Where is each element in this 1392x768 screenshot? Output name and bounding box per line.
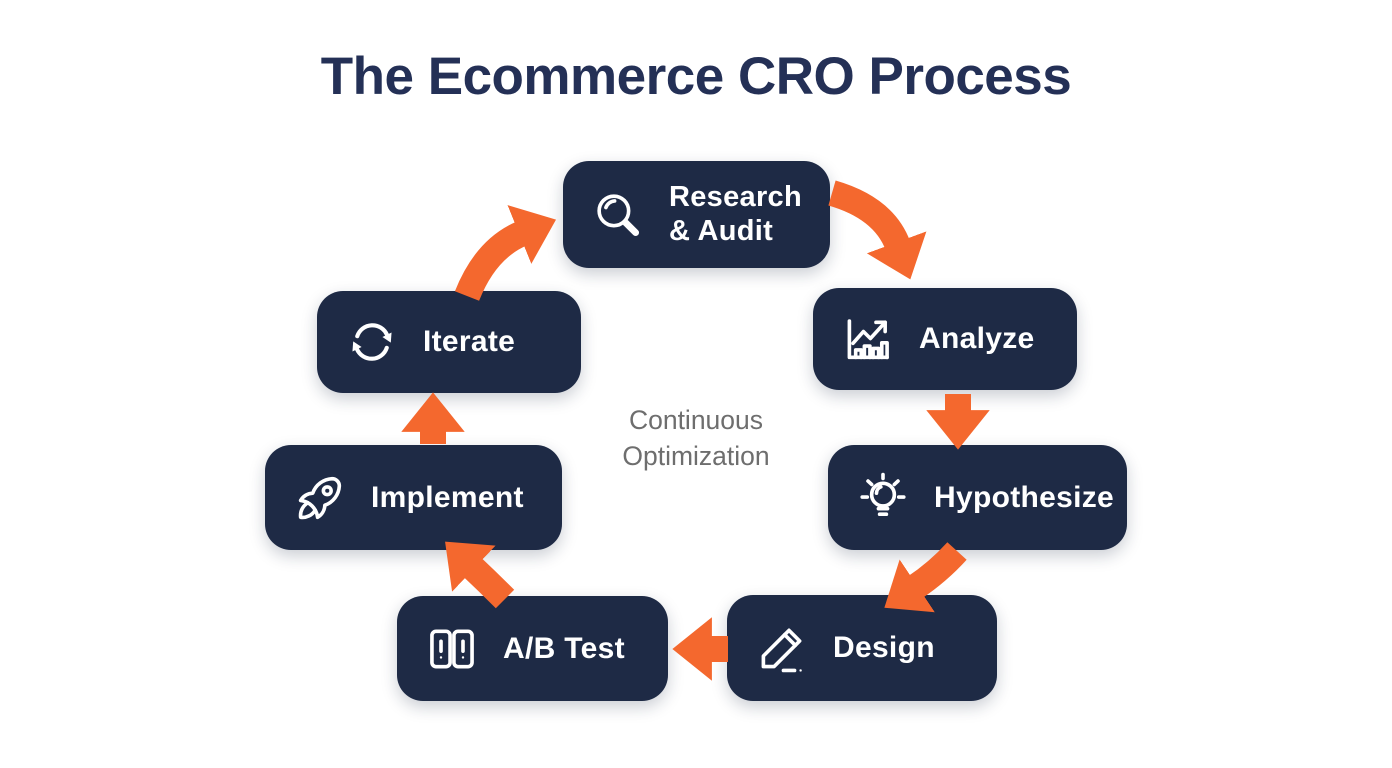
step-label: Implement bbox=[371, 480, 524, 514]
step-analyze: Analyze bbox=[813, 288, 1077, 390]
center-caption-line1: Continuous bbox=[628, 405, 764, 435]
arrow-iterate-to-research bbox=[454, 205, 557, 302]
step-ab-test: A/B Test bbox=[397, 596, 668, 701]
page-title: The Ecommerce CRO Process bbox=[320, 47, 1072, 106]
step-design: Design bbox=[727, 595, 997, 701]
bar-chart-icon bbox=[847, 319, 889, 360]
center-caption: Continuous Optimization bbox=[556, 402, 836, 474]
lightbulb-icon bbox=[860, 472, 906, 516]
refresh-icon bbox=[352, 323, 392, 361]
pencil-icon bbox=[761, 628, 802, 673]
step-iterate: Iterate bbox=[317, 291, 581, 393]
rocket-icon bbox=[298, 476, 342, 519]
split-test-icon bbox=[430, 629, 474, 668]
magnifier-icon bbox=[597, 193, 640, 236]
step-label: A/B Test bbox=[503, 631, 625, 665]
step-label: Analyze bbox=[919, 322, 1035, 355]
arrow-research-to-analyze bbox=[828, 180, 927, 280]
step-label: Hypothesize bbox=[934, 480, 1115, 514]
step-implement: Implement bbox=[265, 445, 562, 550]
step-label: Design bbox=[833, 631, 935, 664]
arrow-abtest-to-implement bbox=[445, 541, 515, 609]
step-label: Research & Audit bbox=[669, 180, 802, 247]
center-caption-line2: Optimization bbox=[622, 441, 770, 471]
step-research-audit: Research & Audit bbox=[563, 161, 830, 268]
step-label: Iterate bbox=[423, 325, 516, 358]
step-hypothesize: Hypothesize bbox=[828, 445, 1127, 550]
arrow-hypothesize-to-design bbox=[884, 542, 967, 613]
